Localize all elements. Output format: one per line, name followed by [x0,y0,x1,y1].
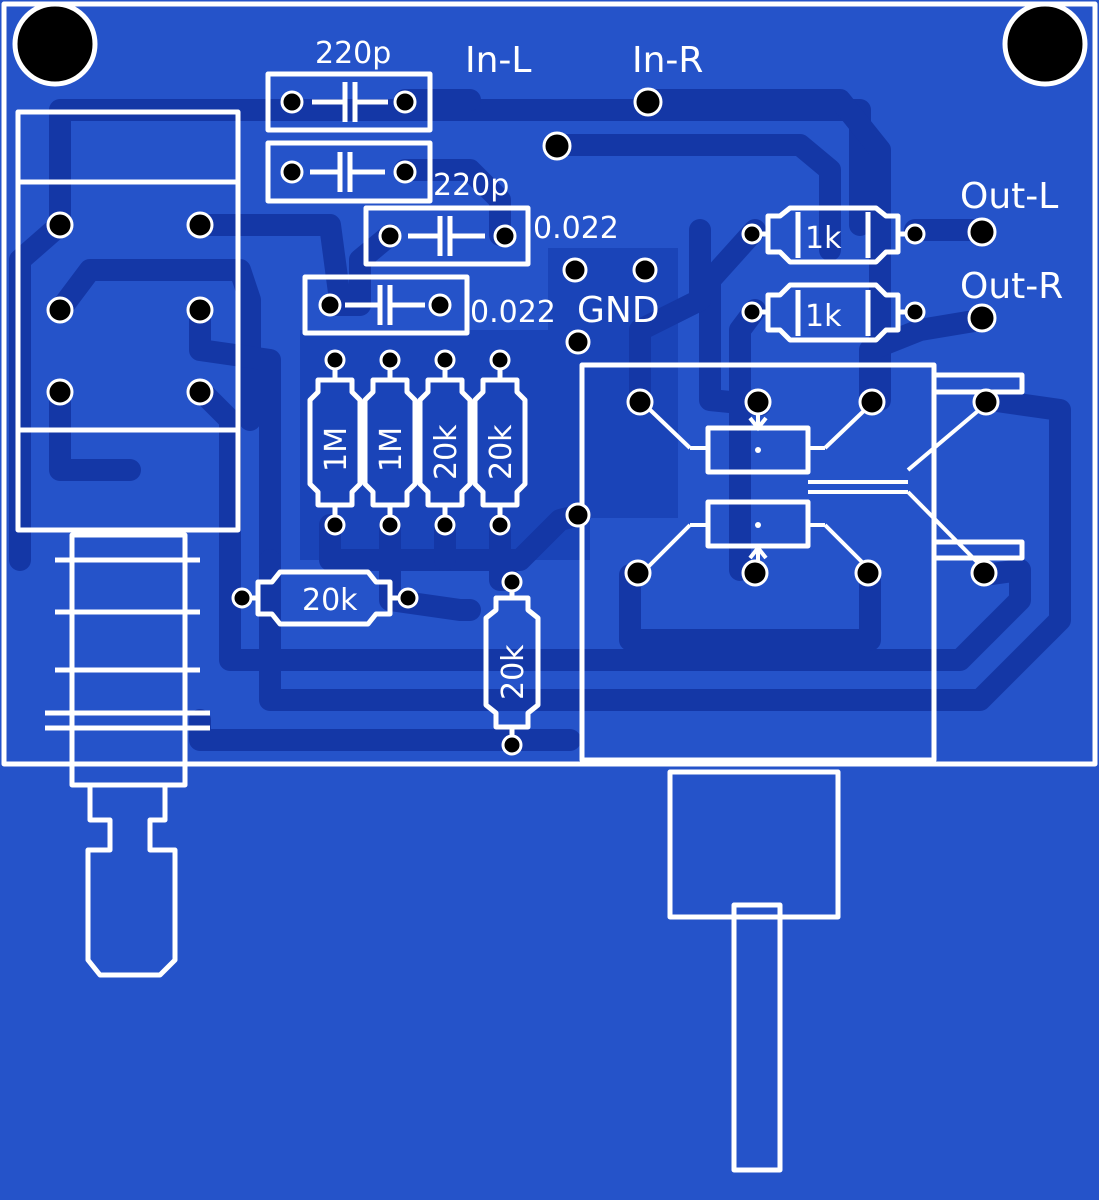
label-res-r6: 20k [496,644,531,700]
pad-out-r [967,303,997,333]
pad-gnd [632,257,658,283]
pad [434,349,456,371]
pads [46,87,1000,756]
pad [565,502,591,528]
label-cap-c1: 220p [315,36,391,71]
pad [493,224,517,248]
pad [501,571,523,593]
pad-gnd [562,257,588,283]
pad [280,90,304,114]
push-switch-left [15,109,241,978]
pad [280,160,304,184]
label-out-l: Out-L [960,176,1058,217]
label-gnd: GND [577,290,660,331]
label-cap-c4: 0.022 [470,295,556,330]
label-res-r5: 20k [302,583,358,618]
label-res-out-l: 1k [805,221,842,256]
pad [744,388,772,416]
pad [428,293,452,317]
label-res-out-r: 1k [805,299,842,334]
pad [741,223,763,245]
capacitor-c4 [302,274,470,336]
pad [972,388,1000,416]
pad [324,349,346,371]
mounting-hole-right [1002,1,1088,87]
potentiometer-right [579,362,1025,1173]
capacitor-c1 [265,71,433,133]
label-res-r2: 1M [374,427,409,472]
pad-in-r [633,87,663,117]
label-in-r: In-R [632,40,703,81]
pad-gnd [565,329,591,355]
pad [970,559,998,587]
pad [489,514,511,536]
pad [324,514,346,536]
pad [379,349,401,371]
pad [46,378,74,406]
pad-in-l [542,131,572,161]
pad [434,514,456,536]
pad [626,388,654,416]
pad [904,223,926,245]
pad [393,160,417,184]
pad [501,734,523,756]
label-out-r: Out-R [960,266,1063,307]
pad [489,349,511,371]
pad [231,587,253,609]
label-res-r1: 1M [319,427,354,472]
mounting-hole-left [12,1,98,87]
label-res-r4: 20k [484,424,519,480]
board-outline [1,1,1098,767]
capacitor-c2 [265,140,433,204]
pad [318,293,342,317]
pad [186,378,214,406]
pad [46,211,74,239]
pad [46,296,74,324]
capacitor-c3 [363,205,531,267]
pad [186,296,214,324]
pad [854,559,882,587]
pad [379,514,401,536]
pad [904,301,926,323]
pad [393,90,417,114]
pad [378,224,402,248]
pad-out-l [967,217,997,247]
pad [741,559,769,587]
label-in-l: In-L [465,40,531,81]
pad [858,388,886,416]
pad [624,559,652,587]
pad [186,211,214,239]
label-cap-c2: 220p [433,168,509,203]
pad [397,587,419,609]
label-res-r3: 20k [429,424,464,480]
pad [741,301,763,323]
label-cap-c3: 0.022 [533,211,619,246]
